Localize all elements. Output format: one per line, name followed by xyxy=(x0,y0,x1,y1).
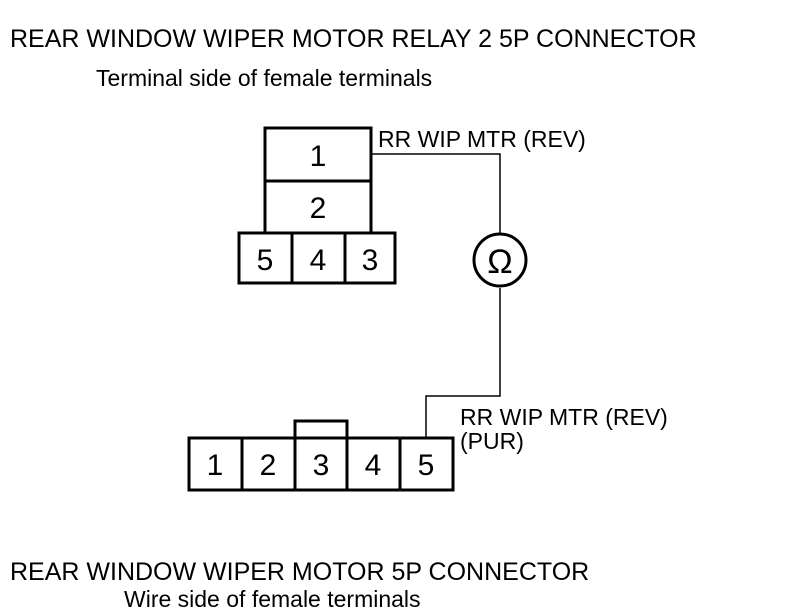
motor-terminal-number: 1 xyxy=(207,449,224,482)
motor-connector xyxy=(187,419,455,492)
relay-terminal-cell-3 xyxy=(343,231,397,285)
motor-connector-latch xyxy=(293,419,349,440)
motor-wire-label: RR WIP MTR (REV) xyxy=(460,404,668,430)
relay-terminal-number: 1 xyxy=(310,140,327,173)
motor-terminal-number: 2 xyxy=(260,449,277,482)
motor-terminal-number: 5 xyxy=(418,449,435,482)
relay-connector-title: REAR WINDOW WIPER MOTOR RELAY 2 5P CONNE… xyxy=(10,25,697,53)
relay-connector-subtitle: Terminal side of female terminals xyxy=(96,65,433,91)
test-lead-wire xyxy=(371,153,501,438)
relay-terminal-number: 4 xyxy=(310,244,327,277)
motor-wire-color: (PUR) xyxy=(460,428,524,454)
motor-terminal-number: 3 xyxy=(313,449,330,482)
ohmmeter-icon: Ω xyxy=(472,232,528,288)
relay-terminal-number: 2 xyxy=(310,192,327,225)
relay-wire-label: RR WIP MTR (REV) xyxy=(378,126,586,152)
motor-connector-subtitle: Wire side of female terminals xyxy=(124,586,421,612)
ohm-symbol: Ω xyxy=(487,243,512,281)
motor-terminal-cell-5 xyxy=(398,436,455,492)
motor-connector-title: REAR WINDOW WIPER MOTOR 5P CONNECTOR xyxy=(10,558,590,586)
motor-terminal-number: 4 xyxy=(365,449,382,482)
relay-terminal-number: 5 xyxy=(257,244,274,277)
relay-terminal-number: 3 xyxy=(362,244,379,277)
